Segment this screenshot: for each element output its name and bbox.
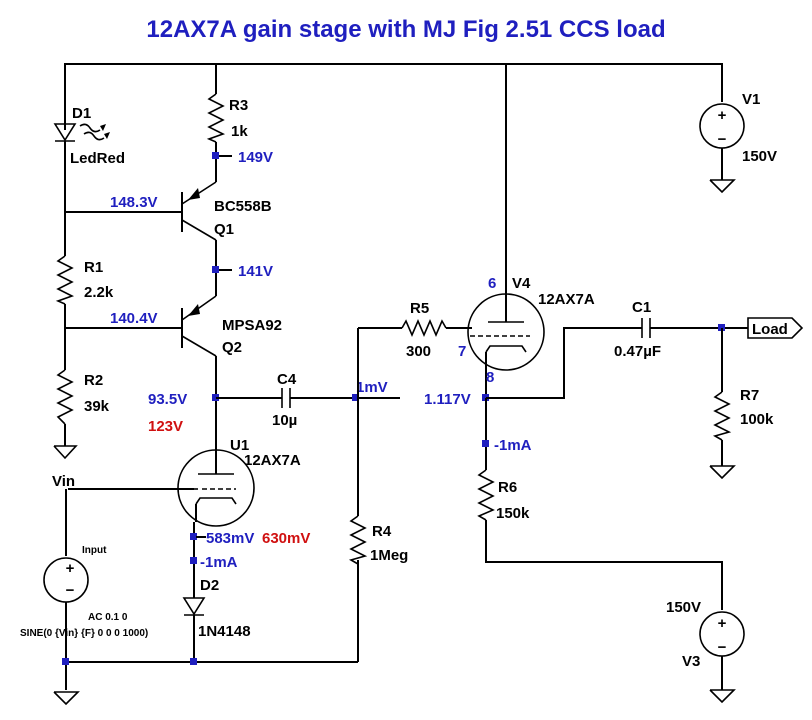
- d1-ref: D1: [72, 105, 91, 122]
- page-title: 12AX7A gain stage with MJ Fig 2.51 CCS l…: [146, 16, 665, 43]
- v4-pin-cathode: 8: [486, 369, 494, 386]
- capacitor-c1: [641, 318, 748, 338]
- d2-ref: D2: [200, 577, 219, 594]
- r6-ref: R6: [498, 479, 517, 496]
- diode-d2: [182, 588, 206, 662]
- node-dot: [212, 152, 219, 159]
- triode-u1: [68, 446, 255, 527]
- voltage-source-v1: + −: [699, 103, 745, 194]
- node-dot: [352, 394, 359, 401]
- c1-value: 0.47µF: [614, 343, 661, 360]
- svg-text:+: +: [718, 615, 727, 632]
- ground-symbol: [709, 465, 736, 480]
- r3-ref: R3: [229, 97, 248, 114]
- input-sine: SINE(0 {Vin} {F} 0 0 0 1000): [20, 628, 148, 639]
- voltage-source-v3: + −: [699, 611, 745, 704]
- c4-ref: C4: [277, 371, 297, 388]
- transistor-q1: [172, 172, 217, 292]
- c1-ref: C1: [632, 299, 651, 316]
- v4-pin-plate: 6: [488, 275, 496, 292]
- svg-text:−: −: [718, 131, 727, 148]
- node-u1-plate: 93.5V: [148, 391, 187, 408]
- voltage-source-input: + −: [43, 489, 89, 706]
- resistor-r3: [206, 93, 226, 143]
- node-dot: [212, 394, 219, 401]
- capacitor-c4: [216, 388, 400, 408]
- resistor-r4: [348, 515, 368, 565]
- r5-value: 300: [406, 343, 431, 360]
- annotation-u1-plate-alt: 123V: [148, 418, 183, 435]
- c4-value: 10µ: [272, 412, 297, 429]
- q1-ref: Q1: [214, 221, 234, 238]
- node-u1-cathode-current: -1mA: [200, 554, 238, 571]
- node-output: 1mV: [356, 379, 388, 396]
- r5-ref: R5: [410, 300, 429, 317]
- node-v4-cathode: 1.117V: [424, 391, 471, 408]
- annotation-u1-cathode-alt: 630mV: [262, 530, 310, 547]
- input-ac: AC 0.1 0: [88, 612, 128, 623]
- v4-value: 12AX7A: [538, 291, 595, 308]
- r2-value: 39k: [84, 398, 110, 415]
- node-r3-bottom: 149V: [238, 149, 273, 166]
- triode-v4: [467, 293, 545, 398]
- q2-ref: Q2: [222, 339, 242, 356]
- net-label-load: [747, 317, 804, 339]
- node-q2-base: 140.4V: [110, 310, 158, 327]
- resistor-r1: [55, 255, 75, 305]
- node-u1-cathode: 583mV: [206, 530, 254, 547]
- r6-value: 150k: [496, 505, 530, 522]
- r2-ref: R2: [84, 372, 103, 389]
- node-dot: [718, 324, 725, 331]
- d1-value: LedRed: [70, 150, 125, 167]
- r1-ref: R1: [84, 259, 103, 276]
- resistor-r7: [712, 391, 732, 441]
- r4-value: 1Meg: [370, 547, 408, 564]
- node-q1-base: 148.3V: [110, 194, 158, 211]
- node-dot: [482, 394, 489, 401]
- v1-ref: V1: [742, 91, 760, 108]
- node-v4-cathode-current: -1mA: [494, 437, 532, 454]
- v3-value: 150V: [666, 599, 701, 616]
- u1-value: 12AX7A: [244, 452, 301, 469]
- r1-value: 2.2k: [84, 284, 114, 301]
- v4-ref: V4: [512, 275, 531, 292]
- ground-symbol: [53, 445, 78, 460]
- resistor-r5: [401, 318, 447, 338]
- led-d1: [53, 123, 110, 142]
- wire-top-rail: [64, 63, 723, 322]
- v1-value: 150V: [742, 148, 777, 165]
- svg-text:+: +: [718, 107, 727, 124]
- v3-ref: V3: [682, 653, 700, 670]
- q2-value: MPSA92: [222, 317, 282, 334]
- r3-value: 1k: [231, 123, 248, 140]
- net-vin: Vin: [52, 473, 75, 490]
- svg-text:−: −: [718, 639, 727, 656]
- resistor-r6: [477, 469, 495, 521]
- wire-ground-rail: [66, 560, 359, 663]
- svg-text:−: −: [66, 582, 75, 599]
- node-dot: [212, 266, 219, 273]
- node-q1-collector: 141V: [238, 263, 273, 280]
- resistor-r2: [56, 369, 74, 425]
- node-dot: [190, 557, 197, 564]
- wire-left-column: [64, 141, 172, 446]
- node-dot: [190, 658, 197, 665]
- r7-value: 100k: [740, 411, 774, 428]
- q1-value: BC558B: [214, 198, 272, 215]
- node-dot: [62, 658, 69, 665]
- d2-value: 1N4148: [198, 623, 251, 640]
- v4-pin-grid: 7: [458, 343, 466, 360]
- node-dot: [190, 533, 197, 540]
- net-load: Load: [752, 321, 788, 338]
- node-dot: [482, 440, 489, 447]
- input-name: Input: [82, 545, 107, 556]
- r4-ref: R4: [372, 523, 392, 540]
- r7-ref: R7: [740, 387, 759, 404]
- u1-ref: U1: [230, 437, 249, 454]
- svg-text:+: +: [66, 560, 75, 577]
